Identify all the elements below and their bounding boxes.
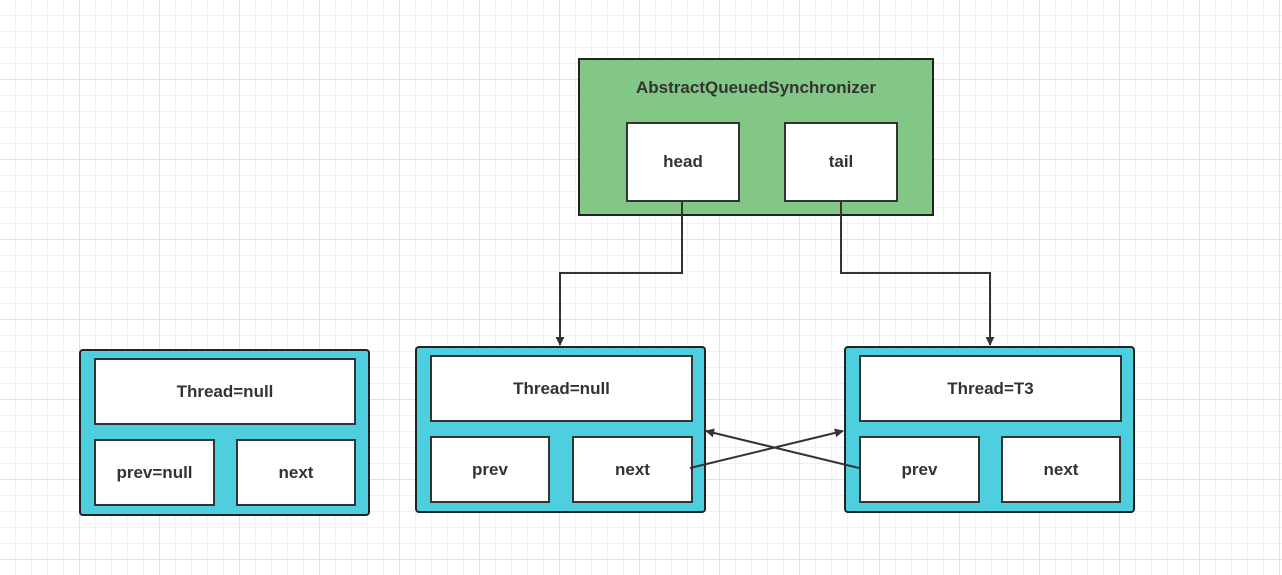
aqs-title: AbstractQueuedSynchronizer [636, 78, 876, 97]
node-2-prev-field: prev [430, 436, 550, 503]
node-1-prev-field: prev=null [94, 439, 215, 506]
aqs-container: AbstractQueuedSynchronizer head tail [578, 58, 934, 216]
node-1-thread-field: Thread=null [94, 358, 356, 425]
node-3-next-field: next [1001, 436, 1121, 503]
next-pointer-arrow [689, 428, 844, 469]
node-2-thread-field: Thread=null [430, 355, 693, 422]
node-1-next-field: next [236, 439, 356, 506]
prev-pointer-arrow [705, 428, 860, 469]
node-3-prev-field: prev [859, 436, 980, 503]
tail-field: tail [784, 122, 898, 202]
node-3-thread-field: Thread=T3 [859, 355, 1122, 422]
node-2-next-field: next [572, 436, 693, 503]
queue-node-2: Thread=null prev next [415, 346, 706, 513]
queue-node-1: Thread=null prev=null next [79, 349, 370, 516]
queue-node-3: Thread=T3 prev next [844, 346, 1135, 513]
tail-pointer-arrow [840, 201, 995, 346]
head-pointer-arrow [555, 201, 683, 346]
